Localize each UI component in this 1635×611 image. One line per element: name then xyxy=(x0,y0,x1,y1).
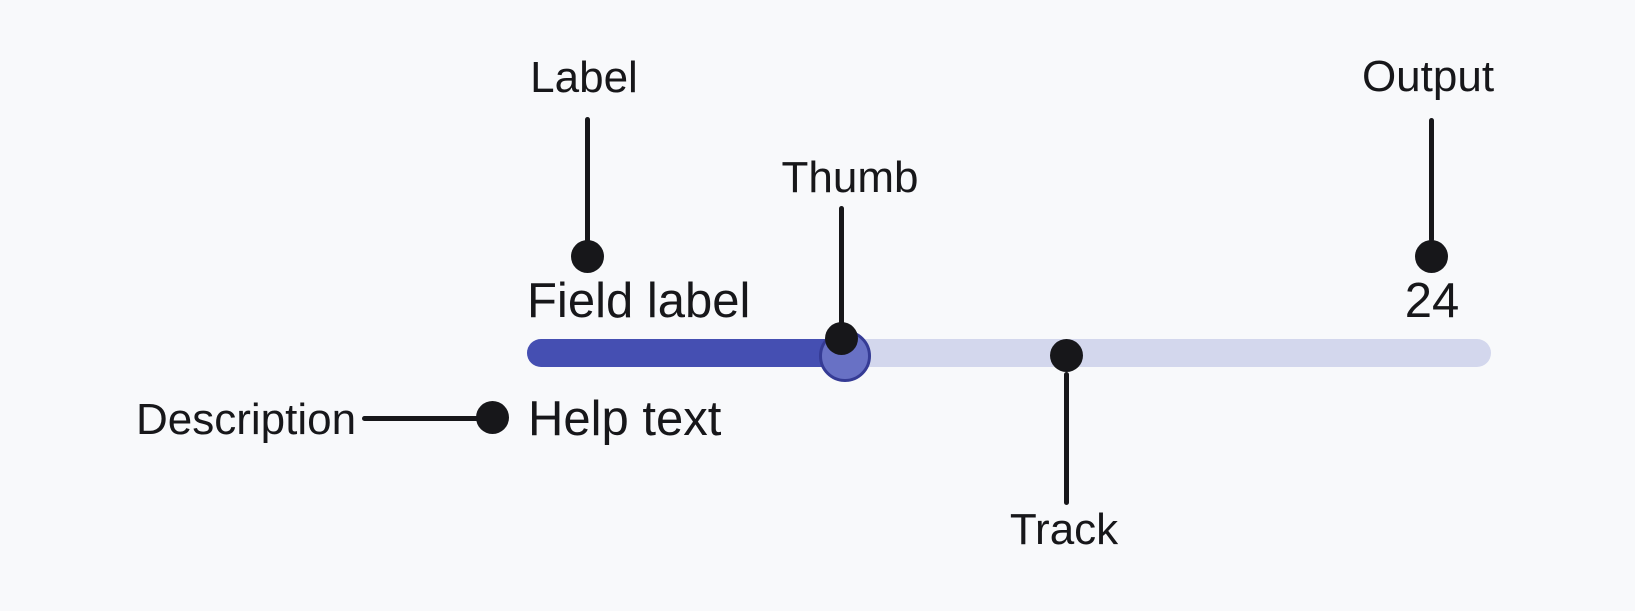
description-callout-line xyxy=(362,416,493,421)
annotation-thumb: Thumb xyxy=(781,153,919,202)
track-callout-dot xyxy=(1050,339,1083,372)
slider-track-fill xyxy=(527,339,845,367)
annotation-track: Track xyxy=(1009,505,1119,554)
label-callout-line xyxy=(585,117,590,245)
thumb-callout-dot xyxy=(825,322,858,355)
thumb-callout-line xyxy=(839,206,844,330)
slider-track[interactable] xyxy=(527,339,1491,367)
field-label: Field label xyxy=(527,274,751,328)
annotation-label: Label xyxy=(530,53,638,102)
annotation-description: Description xyxy=(136,395,357,444)
help-text: Help text xyxy=(528,392,722,446)
output-value: 24 xyxy=(1404,274,1460,328)
description-callout-dot xyxy=(476,401,509,434)
label-callout-dot xyxy=(571,240,604,273)
track-callout-line xyxy=(1064,372,1069,505)
annotation-output: Output xyxy=(1361,52,1495,101)
output-callout-dot xyxy=(1415,240,1448,273)
output-callout-line xyxy=(1429,118,1434,242)
